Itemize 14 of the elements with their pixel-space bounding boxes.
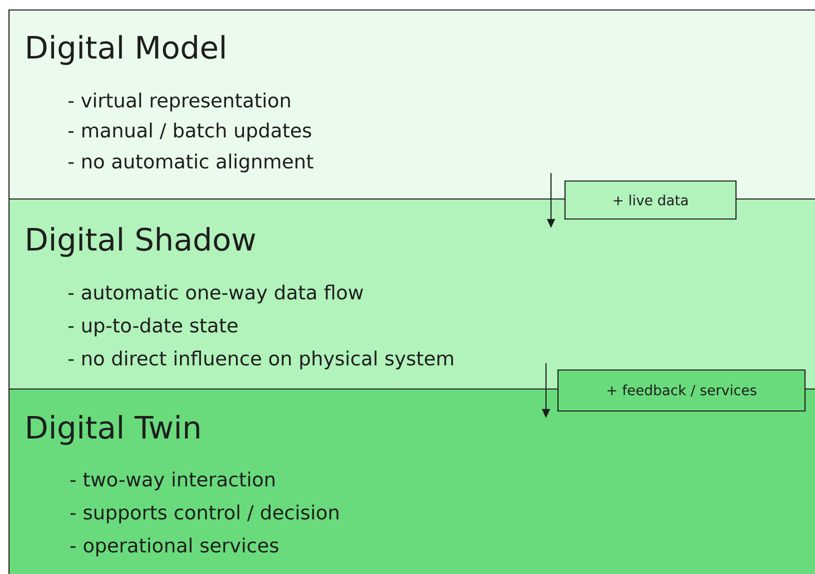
band-heading: Digital Twin: [28, 415, 200, 445]
bullet-item: - two-way interaction: [70, 472, 274, 490]
band-heading: Digital Shadow: [28, 227, 256, 257]
label-box: + live data: [564, 180, 737, 220]
bullet-item: - virtual representation: [68, 92, 290, 112]
bullet-item: - manual / batch updates: [68, 122, 312, 142]
bullet-item: - no direct influence on physical system: [68, 350, 453, 370]
bullet-item: - automatic one-way data flow: [68, 284, 363, 304]
bullet-item: - up-to-date state: [68, 318, 238, 336]
bullet-item: - supports control / decision: [70, 504, 338, 524]
bullet-item: - operational services: [70, 538, 278, 556]
label-box: + feedback / services: [557, 369, 806, 412]
band-heading: Digital Model: [28, 35, 224, 65]
bullet-item: - no automatic alignment: [68, 154, 314, 172]
